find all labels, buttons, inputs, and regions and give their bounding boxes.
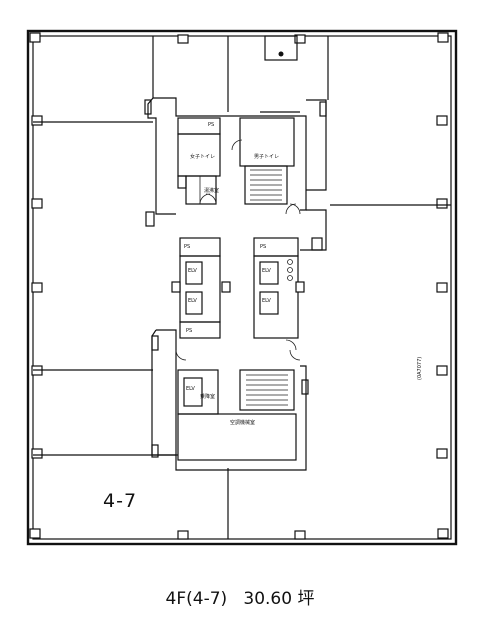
lower-stairs	[177, 369, 297, 461]
floor-caption: 4F(4-7) 30.60 坪	[0, 584, 480, 609]
core	[144, 97, 327, 471]
partitions	[33, 36, 451, 539]
elv-label-2: ELV	[188, 298, 197, 304]
elv-label-1: ELV	[188, 268, 197, 274]
machine-room-label: 空調機械室	[230, 419, 255, 426]
area-unit: 坪	[297, 589, 315, 609]
elevators-right	[253, 237, 305, 339]
elv-label-5: ELV	[186, 386, 195, 392]
janitor-label: 湯沸室	[204, 187, 219, 194]
sample-mark: (0A7077)	[417, 357, 423, 380]
elevators-left	[171, 237, 231, 339]
toilets	[177, 117, 295, 205]
ps-label-4: PS	[186, 328, 192, 334]
columns	[29, 32, 449, 540]
floor-name: 4F(4-7)	[165, 589, 228, 609]
outer-wall	[26, 29, 458, 546]
room-labels: PS 女子トイレ 男子トイレ 湯沸室 PS PS PS ELV ELV ELV …	[184, 122, 423, 426]
mens-toilet-label: 男子トイレ	[254, 153, 279, 160]
area-value: 30.60	[243, 589, 293, 609]
inner-wall	[32, 35, 452, 540]
elevator-hall-label: 乗降室	[200, 393, 215, 400]
womens-toilet-label: 女子トイレ	[190, 153, 215, 160]
top-niche	[264, 35, 298, 61]
doors	[175, 139, 301, 361]
ps-label-2: PS	[184, 244, 190, 250]
unit-label: 4-7	[103, 490, 138, 512]
elv-label-3: ELV	[262, 268, 271, 274]
ps-label-1: PS	[208, 122, 214, 128]
ps-label-3: PS	[260, 244, 266, 250]
elv-label-4: ELV	[262, 298, 271, 304]
